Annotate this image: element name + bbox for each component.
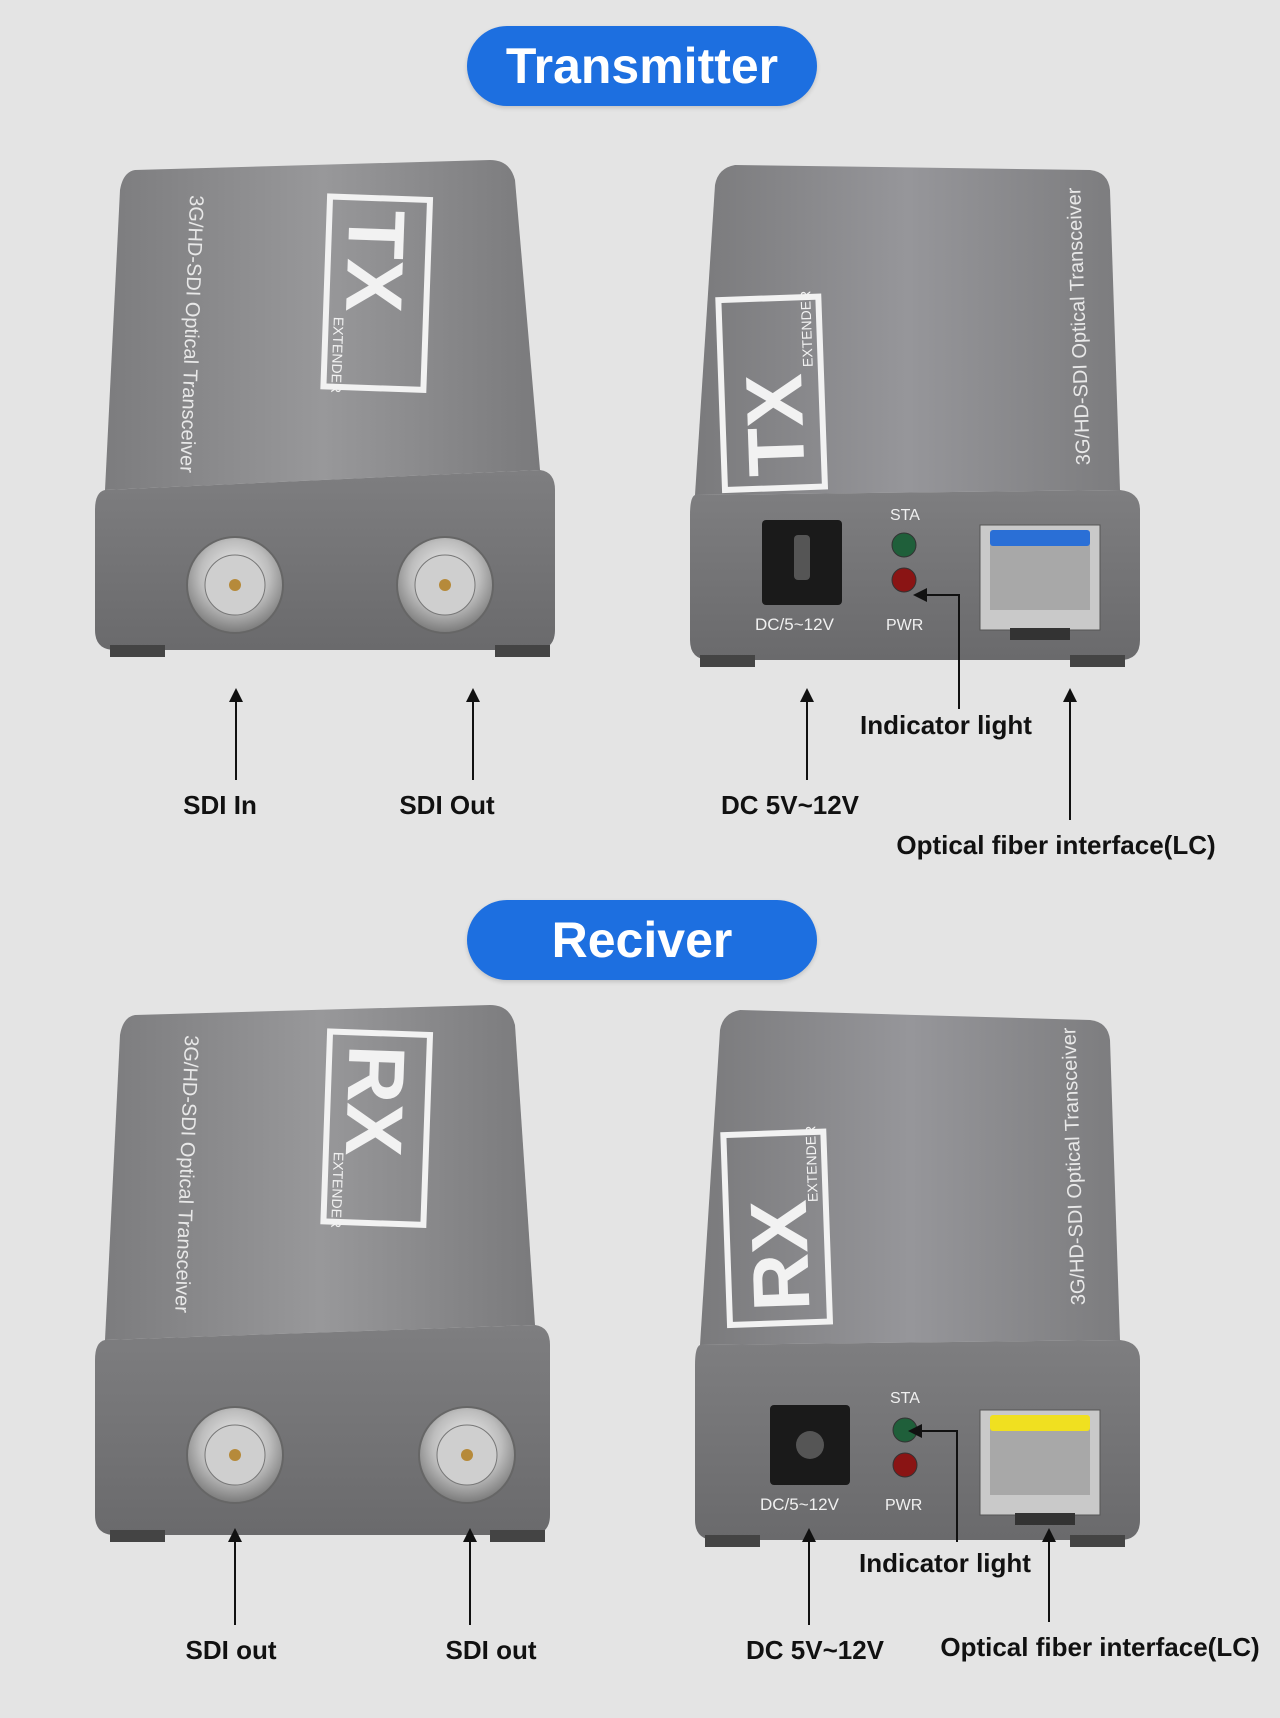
tx-device-fiber-illustration: TX EXTENDER 3G/HD-SDI Optical Transceive…: [690, 165, 1140, 667]
dc-panel-label: DC/5~12V: [755, 615, 835, 634]
label-sdi-in: SDI In: [183, 790, 257, 820]
label-sdi-out: SDI Out: [399, 790, 495, 820]
tx2-badge-subtext: EXTENDER: [797, 291, 816, 368]
tx-device-bnc-side: TX EXTENDER 3G/HD-SDI Optical Transceive…: [95, 160, 615, 720]
arrow-sdi-out-2: [463, 1528, 477, 1625]
arrow-dc: [800, 688, 814, 780]
indicator-leader-vert: [958, 594, 960, 709]
rx-device-illustration: RX EXTENDER 3G/HD-SDI Optical Transceive…: [95, 1005, 550, 1542]
sfp-module[interactable]: [979, 524, 1101, 640]
tx2-badge-text: TX: [729, 372, 822, 477]
label-dc-rx: DC 5V~12V: [745, 1635, 885, 1665]
pwr-led: [891, 567, 917, 593]
label-sdi-out-2: SDI out: [445, 1635, 537, 1665]
tx-device-illustration: TX EXTENDER 3G/HD-SDI Optical Transceive…: [95, 160, 555, 657]
label-indicator-light-rx: Indicator light: [859, 1548, 1031, 1578]
sta-label-rx: STA: [890, 1390, 920, 1407]
label-sdi-out-1: SDI out: [185, 1635, 277, 1665]
rx-device-fiber-illustration: RX EXTENDER 3G/HD-SDI Optical Transceive…: [695, 1010, 1140, 1547]
arrow-optical: [1063, 688, 1077, 820]
bnc-connector-out-1[interactable]: [186, 1406, 284, 1504]
arrow-sdi-out-1: [228, 1528, 242, 1625]
section-title-receiver: Reciver: [467, 900, 817, 980]
arrow-sdi-in: [229, 688, 243, 780]
arrow-dc-rx: [802, 1528, 816, 1625]
rx-badge-text: RX: [329, 1044, 422, 1158]
rx2-badge-text: RX: [734, 1199, 827, 1313]
indicator-leader-top-rx: [908, 1424, 958, 1438]
pwr-label: PWR: [886, 617, 923, 634]
indicator-leader-vert-rx: [956, 1430, 958, 1542]
tx-badge-text: TX: [329, 209, 422, 314]
rx-device-fiber-side: RX EXTENDER 3G/HD-SDI Optical Transceive…: [695, 1005, 1215, 1565]
label-optical-interface: Optical fiber interface(LC): [896, 830, 1216, 860]
rx-badge-subtext: EXTENDER: [328, 1152, 347, 1229]
bnc-connector-out-2[interactable]: [418, 1406, 516, 1504]
sfp-module-rx[interactable]: [979, 1409, 1101, 1525]
bnc-connector-out[interactable]: [396, 536, 494, 634]
label-dc: DC 5V~12V: [720, 790, 860, 820]
sta-label: STA: [890, 507, 920, 524]
pwr-led-rx: [892, 1452, 918, 1478]
section-title-transmitter: Transmitter: [467, 26, 817, 106]
bnc-connector-in[interactable]: [186, 536, 284, 634]
pwr-label-rx: PWR: [885, 1497, 922, 1514]
label-optical-interface-rx: Optical fiber interface(LC): [940, 1632, 1260, 1662]
tx-device-fiber-side: TX EXTENDER 3G/HD-SDI Optical Transceive…: [690, 160, 1210, 720]
sta-led: [891, 532, 917, 558]
arrow-sdi-out: [466, 688, 480, 780]
rx2-badge-subtext: EXTENDER: [802, 1126, 821, 1203]
dc-panel-label-rx: DC/5~12V: [760, 1495, 840, 1514]
label-indicator-light: Indicator light: [860, 710, 1032, 740]
indicator-leader-top: [913, 588, 960, 602]
arrow-optical-rx: [1042, 1528, 1056, 1622]
tx-badge-subtext: EXTENDER: [328, 317, 347, 394]
rx-device-bnc-side: RX EXTENDER 3G/HD-SDI Optical Transceive…: [95, 1005, 615, 1565]
